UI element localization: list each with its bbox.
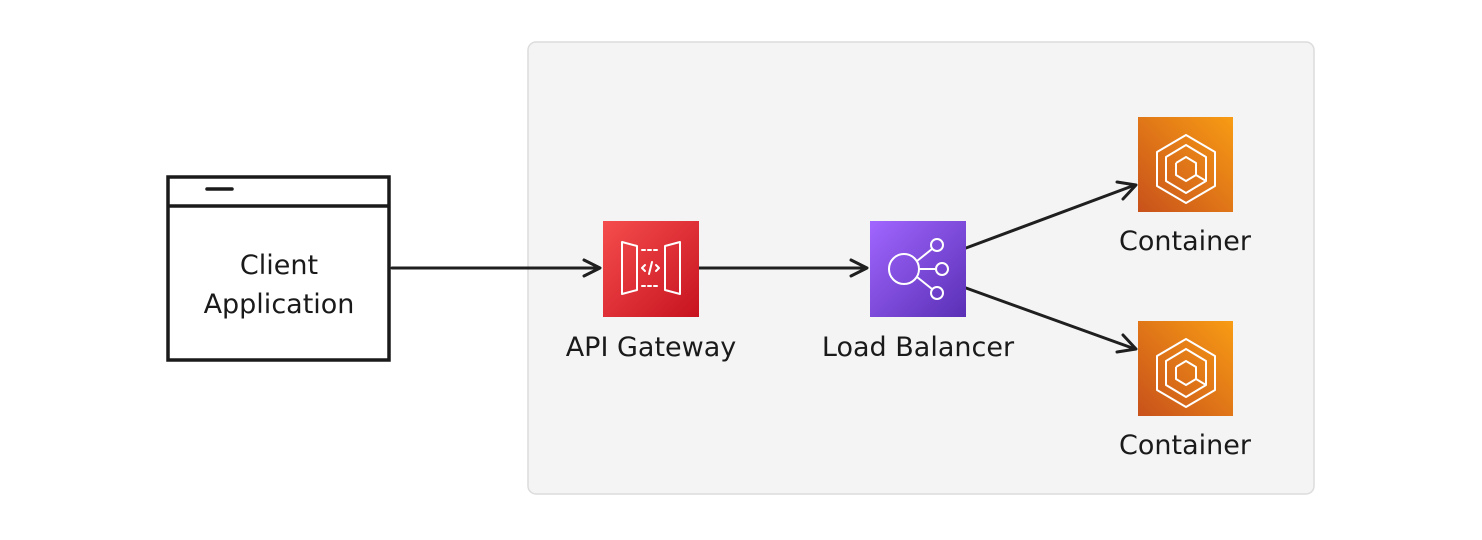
load-balancer-node[interactable]: Load Balancer bbox=[822, 221, 1015, 363]
load-balancer-label: Load Balancer bbox=[822, 332, 1015, 363]
api-gateway-node[interactable]: API Gateway bbox=[566, 221, 737, 363]
client-label-line1: Client bbox=[240, 250, 318, 281]
edge-api-gateway-to-load-balancer bbox=[697, 258, 869, 278]
client-application-node[interactable]: Client Application bbox=[166, 175, 391, 362]
edge-client-to-api-gateway bbox=[390, 258, 602, 278]
api-gateway-label: API Gateway bbox=[566, 332, 737, 363]
elastic-load-balancing-icon bbox=[888, 238, 949, 300]
container-2-label: Container bbox=[1119, 430, 1252, 461]
client-label-line2: Application bbox=[204, 289, 355, 320]
edge-load-balancer-to-container-1 bbox=[964, 180, 1138, 250]
container-node-2[interactable]: Container bbox=[1119, 321, 1252, 461]
container-1-label: Container bbox=[1119, 226, 1252, 257]
container-2-icon-bg bbox=[1138, 321, 1233, 416]
elastic-container-service-icon bbox=[1156, 134, 1216, 204]
edges bbox=[390, 180, 1138, 354]
container-1-icon-bg bbox=[1138, 117, 1233, 212]
elastic-container-service-icon bbox=[1156, 338, 1216, 408]
api-gateway-icon bbox=[621, 241, 681, 295]
edge-load-balancer-to-container-2 bbox=[964, 286, 1138, 354]
container-node-1[interactable]: Container bbox=[1119, 117, 1252, 257]
